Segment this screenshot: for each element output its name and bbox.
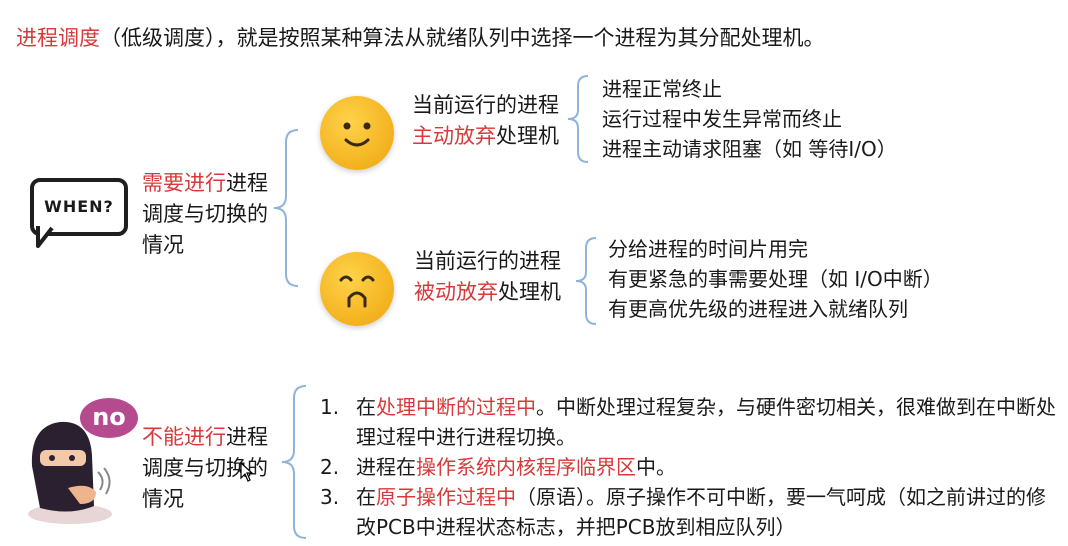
condition-item: 2. 进程在操作系统内核程序临界区中。 (320, 452, 1060, 482)
condition-number: 1. (320, 395, 340, 419)
when-text: WHEN? (44, 197, 114, 216)
condition-suffix: （原语）。原子操作不可中断，要一气呵成（如之前讲过的修改PCB中进程状态标志，并… (356, 485, 1046, 539)
passive-release-label: 当前运行的进程被动放弃处理机 (414, 246, 564, 308)
passive-highlight: 被动放弃 (414, 280, 498, 304)
active-brace (567, 75, 589, 163)
need-highlight: 需要进行 (142, 171, 226, 195)
cannot-switch-label: 不能进行进程调度与切换的情况 (142, 422, 272, 515)
when-speech-bubble-icon: WHEN? (30, 178, 128, 236)
condition-number: 2. (320, 455, 340, 479)
cannot-brace (281, 385, 307, 539)
no-speech-bubble-icon: no (80, 398, 138, 438)
condition-number: 3. (320, 485, 340, 509)
speech-bubble-tail-icon (36, 226, 54, 248)
condition-prefix: 在 (356, 395, 376, 419)
no-text: no (92, 403, 126, 431)
passive-suffix: 处理机 (498, 280, 561, 304)
need-switch-label: 需要进行进程调度与切换的情况 (142, 168, 272, 261)
need-rest: 进程调度与切换的情况 (142, 171, 268, 257)
active-reasons-list: 进程正常终止 运行过程中发生异常而终止 进程主动请求阻塞（如 等待I/O） (602, 74, 897, 164)
ninja-icon (28, 421, 112, 524)
passive-brace (575, 237, 597, 325)
passive-reason-item: 有更高优先级的进程进入就绪队列 (608, 297, 908, 321)
condition-highlight: 操作系统内核程序临界区 (416, 455, 636, 479)
active-reason-item: 进程正常终止 (602, 77, 722, 101)
happy-face-icon (320, 96, 394, 170)
condition-highlight: 原子操作过程中 (376, 485, 516, 509)
active-reason-item: 进程主动请求阻塞（如 等待I/O） (602, 137, 897, 161)
active-prefix: 当前运行的进程 (412, 93, 559, 117)
passive-prefix: 当前运行的进程 (414, 249, 561, 273)
active-reason-item: 运行过程中发生异常而终止 (602, 107, 842, 131)
passive-reasons-list: 分给进程的时间片用完 有更紧急的事需要处理（如 I/O中断） 有更高优先级的进程… (608, 234, 943, 324)
active-release-label: 当前运行的进程主动放弃处理机 (412, 90, 562, 152)
mouse-cursor-icon (240, 462, 254, 482)
passive-reason-item: 分给进程的时间片用完 (608, 237, 808, 261)
condition-item: 3. 在原子操作过程中（原语）。原子操作不可中断，要一气呵成（如之前讲过的修改P… (320, 482, 1060, 542)
active-highlight: 主动放弃 (412, 124, 496, 148)
intro-sentence: 进程调度（低级调度），就是按照某种算法从就绪队列中选择一个进程为其分配处理机。 (16, 22, 825, 52)
need-brace (273, 129, 299, 287)
condition-prefix: 在 (356, 485, 376, 509)
condition-suffix: 。中断处理过程复杂，与硬件密切相关，很难做到在中断处理过程中进行进程切换。 (356, 395, 1056, 449)
intro-rest: （低级调度），就是按照某种算法从就绪队列中选择一个进程为其分配处理机。 (100, 26, 825, 50)
condition-highlight: 处理中断的过程中 (376, 395, 536, 419)
passive-reason-item: 有更紧急的事需要处理（如 I/O中断） (608, 267, 943, 291)
cannot-highlight: 不能进行 (142, 425, 226, 449)
intro-term: 进程调度 (16, 26, 100, 50)
cannot-conditions-list: 1. 在处理中断的过程中。中断处理过程复杂，与硬件密切相关，很难做到在中断处理过… (320, 392, 1060, 542)
sad-face-icon (320, 252, 394, 326)
condition-suffix: 中。 (636, 455, 676, 479)
condition-item: 1. 在处理中断的过程中。中断处理过程复杂，与硬件密切相关，很难做到在中断处理过… (320, 392, 1060, 452)
cannot-rest: 进程调度与切换的情况 (142, 425, 268, 511)
active-suffix: 处理机 (496, 124, 559, 148)
condition-prefix: 进程在 (356, 455, 416, 479)
